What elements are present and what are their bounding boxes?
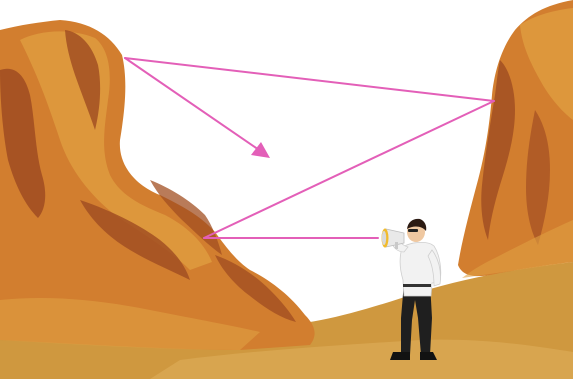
person-belt <box>403 284 431 287</box>
person-glasses <box>408 229 418 232</box>
megaphone-handle <box>395 242 398 249</box>
arrow-head-icon <box>251 142 270 158</box>
sound-path-segment-2 <box>204 101 494 238</box>
person-left-shoe <box>390 352 410 360</box>
megaphone-mouth <box>382 231 386 245</box>
sound-path-segment-3 <box>125 58 494 101</box>
